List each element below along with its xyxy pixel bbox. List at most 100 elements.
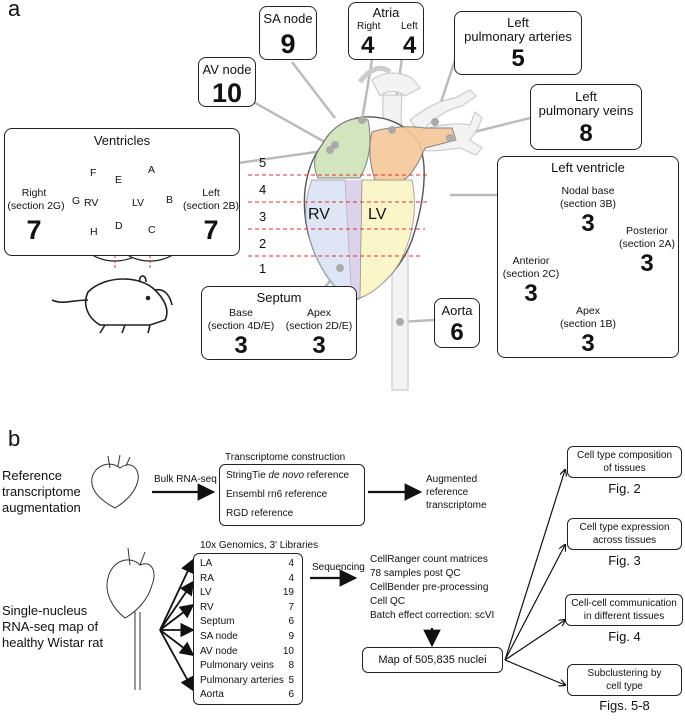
processing-2: 78 samples post QC: [370, 568, 461, 579]
ventricles-left-label: Left: [202, 187, 220, 199]
atria-right-label: Right: [357, 21, 381, 32]
tissue-count: 4: [288, 572, 294, 584]
panel-b-label: b: [8, 426, 21, 451]
left-ventricle: [359, 179, 415, 299]
tissue-name: Aorta: [200, 689, 224, 701]
snrna-title-1: Single-nucleus: [2, 603, 88, 618]
tissue-count: 8: [288, 660, 294, 672]
tissue-row: RV 7: [200, 602, 294, 614]
nuclei-map-box: Map of 505,835 nuclei: [362, 647, 503, 673]
section-level-lines: [248, 174, 430, 257]
ref-title-3: augmentation: [2, 500, 81, 515]
av-node-box: AV node 10: [198, 57, 256, 107]
sa-node-count: 9: [280, 29, 296, 59]
ref-title-2: transcriptome: [2, 484, 81, 499]
tissue-count: 4: [288, 558, 294, 569]
tissue-row: RA 4: [200, 573, 294, 585]
lv-apex: Apex: [576, 305, 600, 317]
septum-apex: Apex: [307, 307, 331, 319]
output-box-communication: Cell-cell communication in different tis…: [565, 594, 683, 626]
tissue-name: Pulmonary arteries: [200, 674, 284, 686]
processing-4: Cell QC: [370, 596, 406, 607]
level-5: 5: [259, 155, 267, 170]
xs-letter-g: G: [72, 195, 81, 207]
lv-posterior-count: 3: [640, 250, 654, 277]
septum-title: Septum: [256, 290, 302, 305]
right-atrium: [314, 118, 371, 179]
lv-apex-section: (section 1B): [559, 318, 617, 330]
panel-a-label: a: [8, 0, 21, 21]
rgd-ref: RGD reference: [226, 508, 294, 519]
tissue-name: Pulmonary veins: [200, 660, 274, 672]
output-box-composition: Cell type composition of tissues: [567, 446, 682, 478]
augmented-2: reference: [426, 487, 469, 498]
septum-base-section: (section 4D/E): [207, 320, 275, 332]
tissue-row: Pulmonary veins 8: [200, 660, 294, 672]
lpa-title-2: pulmonary arteries: [464, 29, 572, 44]
output-1-line2: of tissues: [603, 463, 646, 474]
snrna-title-3: healthy Wistar rat: [2, 635, 104, 650]
output-2-line2: across tissues: [592, 535, 657, 546]
lpv-title-2: pulmonary veins: [538, 103, 634, 118]
output-4-line2: cell type: [606, 681, 643, 692]
level-2: 2: [259, 236, 267, 251]
lpv-count: 8: [579, 120, 593, 147]
ref-title-1: Reference: [2, 468, 62, 483]
xs-letter-f: F: [90, 167, 97, 179]
ensembl-ref: Ensembl rn6 reference: [226, 489, 328, 500]
output-2-fig: Fig. 3: [608, 553, 641, 568]
sa-node-title: SA node: [263, 11, 313, 26]
output-box-subclustering: Subclustering by cell type: [567, 664, 682, 696]
tissue-row: LA 4: [200, 558, 294, 570]
snrna-title-2: RNA-seq map of: [2, 619, 99, 634]
left-pulmonary-arteries-box: Left pulmonary arteries 5: [454, 11, 582, 75]
level-4: 4: [259, 182, 267, 197]
ventricles-title: Ventricles: [93, 133, 151, 148]
tissue-name: RV: [200, 601, 214, 613]
left-atrium: [369, 126, 457, 183]
lv-nodal-base-section: (section 3B): [559, 198, 617, 210]
lv-anterior: Anterior: [512, 255, 550, 267]
tissue-name: RA: [200, 572, 214, 584]
output-4-fig: Figs. 5-8: [599, 698, 650, 713]
tissue-count: 10: [282, 645, 294, 657]
ventricles-left-section: (section 2B): [183, 200, 240, 212]
lv-anterior-count: 3: [524, 280, 538, 307]
output-1-fig: Fig. 2: [608, 481, 641, 496]
ventricles-right-section: (section 2G): [7, 200, 65, 212]
septum-base-count: 3: [234, 332, 248, 359]
heart-sketch-medium: [106, 547, 155, 690]
lpa-count: 5: [511, 45, 525, 72]
aorta-title: Aorta: [441, 303, 473, 318]
lv-nodal-base: Nodal base: [561, 185, 615, 197]
tissue-name: SA node: [200, 631, 238, 642]
output-3-fig: Fig. 4: [608, 629, 641, 644]
heart-sketch-small: [91, 454, 139, 509]
lv-anterior-section: (section 2C): [502, 268, 560, 280]
libraries-header: 10x Genomics, 3' Libraries: [200, 540, 319, 551]
ventricles-right-label: Right: [21, 187, 47, 199]
xs-lv: LV: [132, 197, 145, 209]
output-1-line1: Cell type composition: [576, 450, 673, 461]
sequencing-label: Sequencing: [312, 562, 365, 573]
lpa-title-1: Left: [507, 15, 529, 30]
atria-left-count: 4: [403, 32, 417, 59]
lv-posterior-section: (section 2A): [618, 238, 676, 250]
level-3: 3: [259, 209, 267, 224]
level-1: 1: [259, 261, 267, 276]
output-4-line1: Subclustering by: [587, 668, 662, 679]
augmented-1: Augmented: [426, 474, 478, 485]
sa-node-box: SA node 9: [259, 6, 317, 60]
xs-letter-a: A: [148, 164, 156, 176]
av-node-count: 10: [211, 78, 243, 108]
atria-left-label: Left: [401, 21, 418, 32]
tissue-name: LA: [200, 558, 213, 569]
xs-letter-h: H: [90, 226, 98, 238]
stringtie-ref: StringTie de novo reference: [226, 470, 350, 481]
tissue-count: 7: [288, 601, 294, 613]
xs-letter-c: C: [148, 224, 156, 236]
